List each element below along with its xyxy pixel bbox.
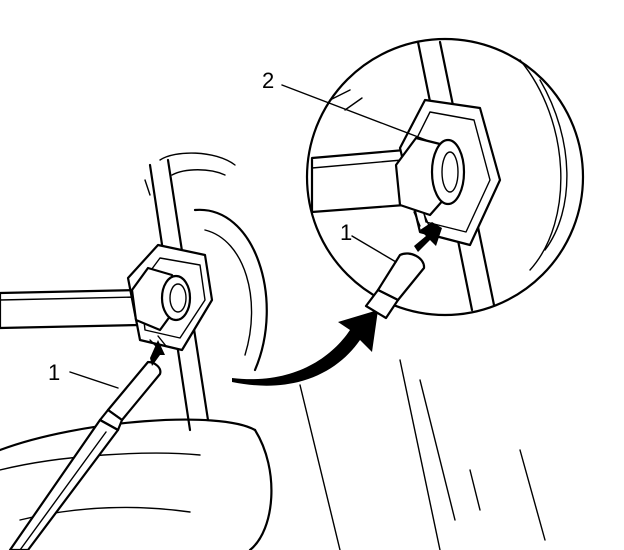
detail-inset (305, 37, 585, 320)
main-rod-assembly (0, 243, 214, 352)
magnify-arrow (232, 310, 378, 386)
inset-part-callout: 2 (262, 68, 274, 93)
main-tool-callout: 1 (48, 360, 60, 385)
inset-tool-leader (351, 235, 397, 263)
main-tool (8, 340, 165, 550)
main-tool-leader (69, 371, 119, 389)
inset-part-leader (281, 84, 427, 141)
inset-tool-callout: 1 (340, 220, 352, 245)
